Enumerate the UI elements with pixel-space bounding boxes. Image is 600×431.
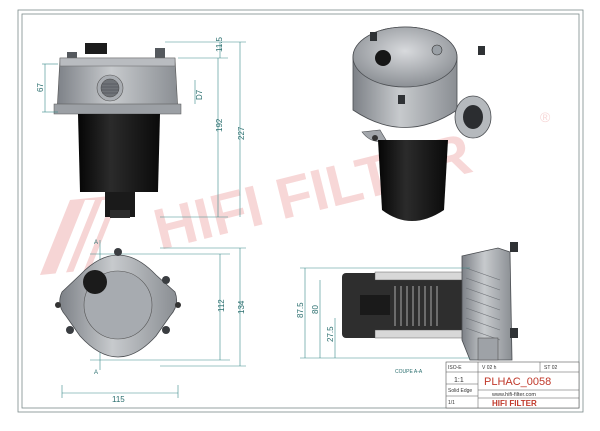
dim-112: 112 xyxy=(217,299,226,312)
iso-bowl xyxy=(378,140,448,221)
dim-87-5: 87.5 xyxy=(296,302,305,318)
dim-115: 115 xyxy=(112,395,125,404)
section-housing xyxy=(461,247,513,361)
top-plug xyxy=(85,43,107,54)
dim-80: 80 xyxy=(311,305,320,314)
iso-plug xyxy=(375,50,391,66)
dim-11-5: 11.5 xyxy=(215,36,224,52)
filter-bowl xyxy=(78,114,160,192)
tb-small-3: 1/1 xyxy=(448,400,455,406)
section-marker-top: A xyxy=(94,240,98,246)
dim-d7: D7 xyxy=(195,89,204,100)
sheet-inner-border xyxy=(21,13,580,409)
section-view: 87.5 80 27.5 COUPE A-A xyxy=(296,242,518,375)
tb-website: www.hifi-filter.com xyxy=(491,392,536,398)
dim-27-5: 27.5 xyxy=(326,326,335,342)
section-label: COUPE A-A xyxy=(395,369,423,375)
tb-small-4: V 02 h xyxy=(482,365,497,371)
bottom-plug xyxy=(83,270,107,294)
section-marker-bottom: A xyxy=(94,370,98,376)
sheet-border xyxy=(17,9,584,413)
front-view: 67 11.5 D7 192 227 xyxy=(36,36,246,218)
tb-part-number: PLHAC_0058 xyxy=(484,376,551,388)
tb-brand: HIFI FILTER xyxy=(492,399,537,408)
watermark-registered: ® xyxy=(540,109,551,125)
tb-small-2: Solid Edge xyxy=(448,388,472,394)
tb-scale: 1:1 xyxy=(454,377,464,384)
dim-192: 192 xyxy=(215,118,224,132)
tb-small-1: ISO-E xyxy=(448,365,462,371)
tb-small-5: ST 02 xyxy=(544,365,557,371)
dim-134: 134 xyxy=(237,300,246,314)
title-block: ISO-E V 02 h ST 02 1:1 Solid Edge 1/1 PL… xyxy=(445,361,580,409)
isometric-view xyxy=(352,26,492,221)
dim-67: 67 xyxy=(36,83,45,92)
bottom-view: A A 115 112 134 xyxy=(55,240,246,404)
dim-227: 227 xyxy=(237,126,246,140)
